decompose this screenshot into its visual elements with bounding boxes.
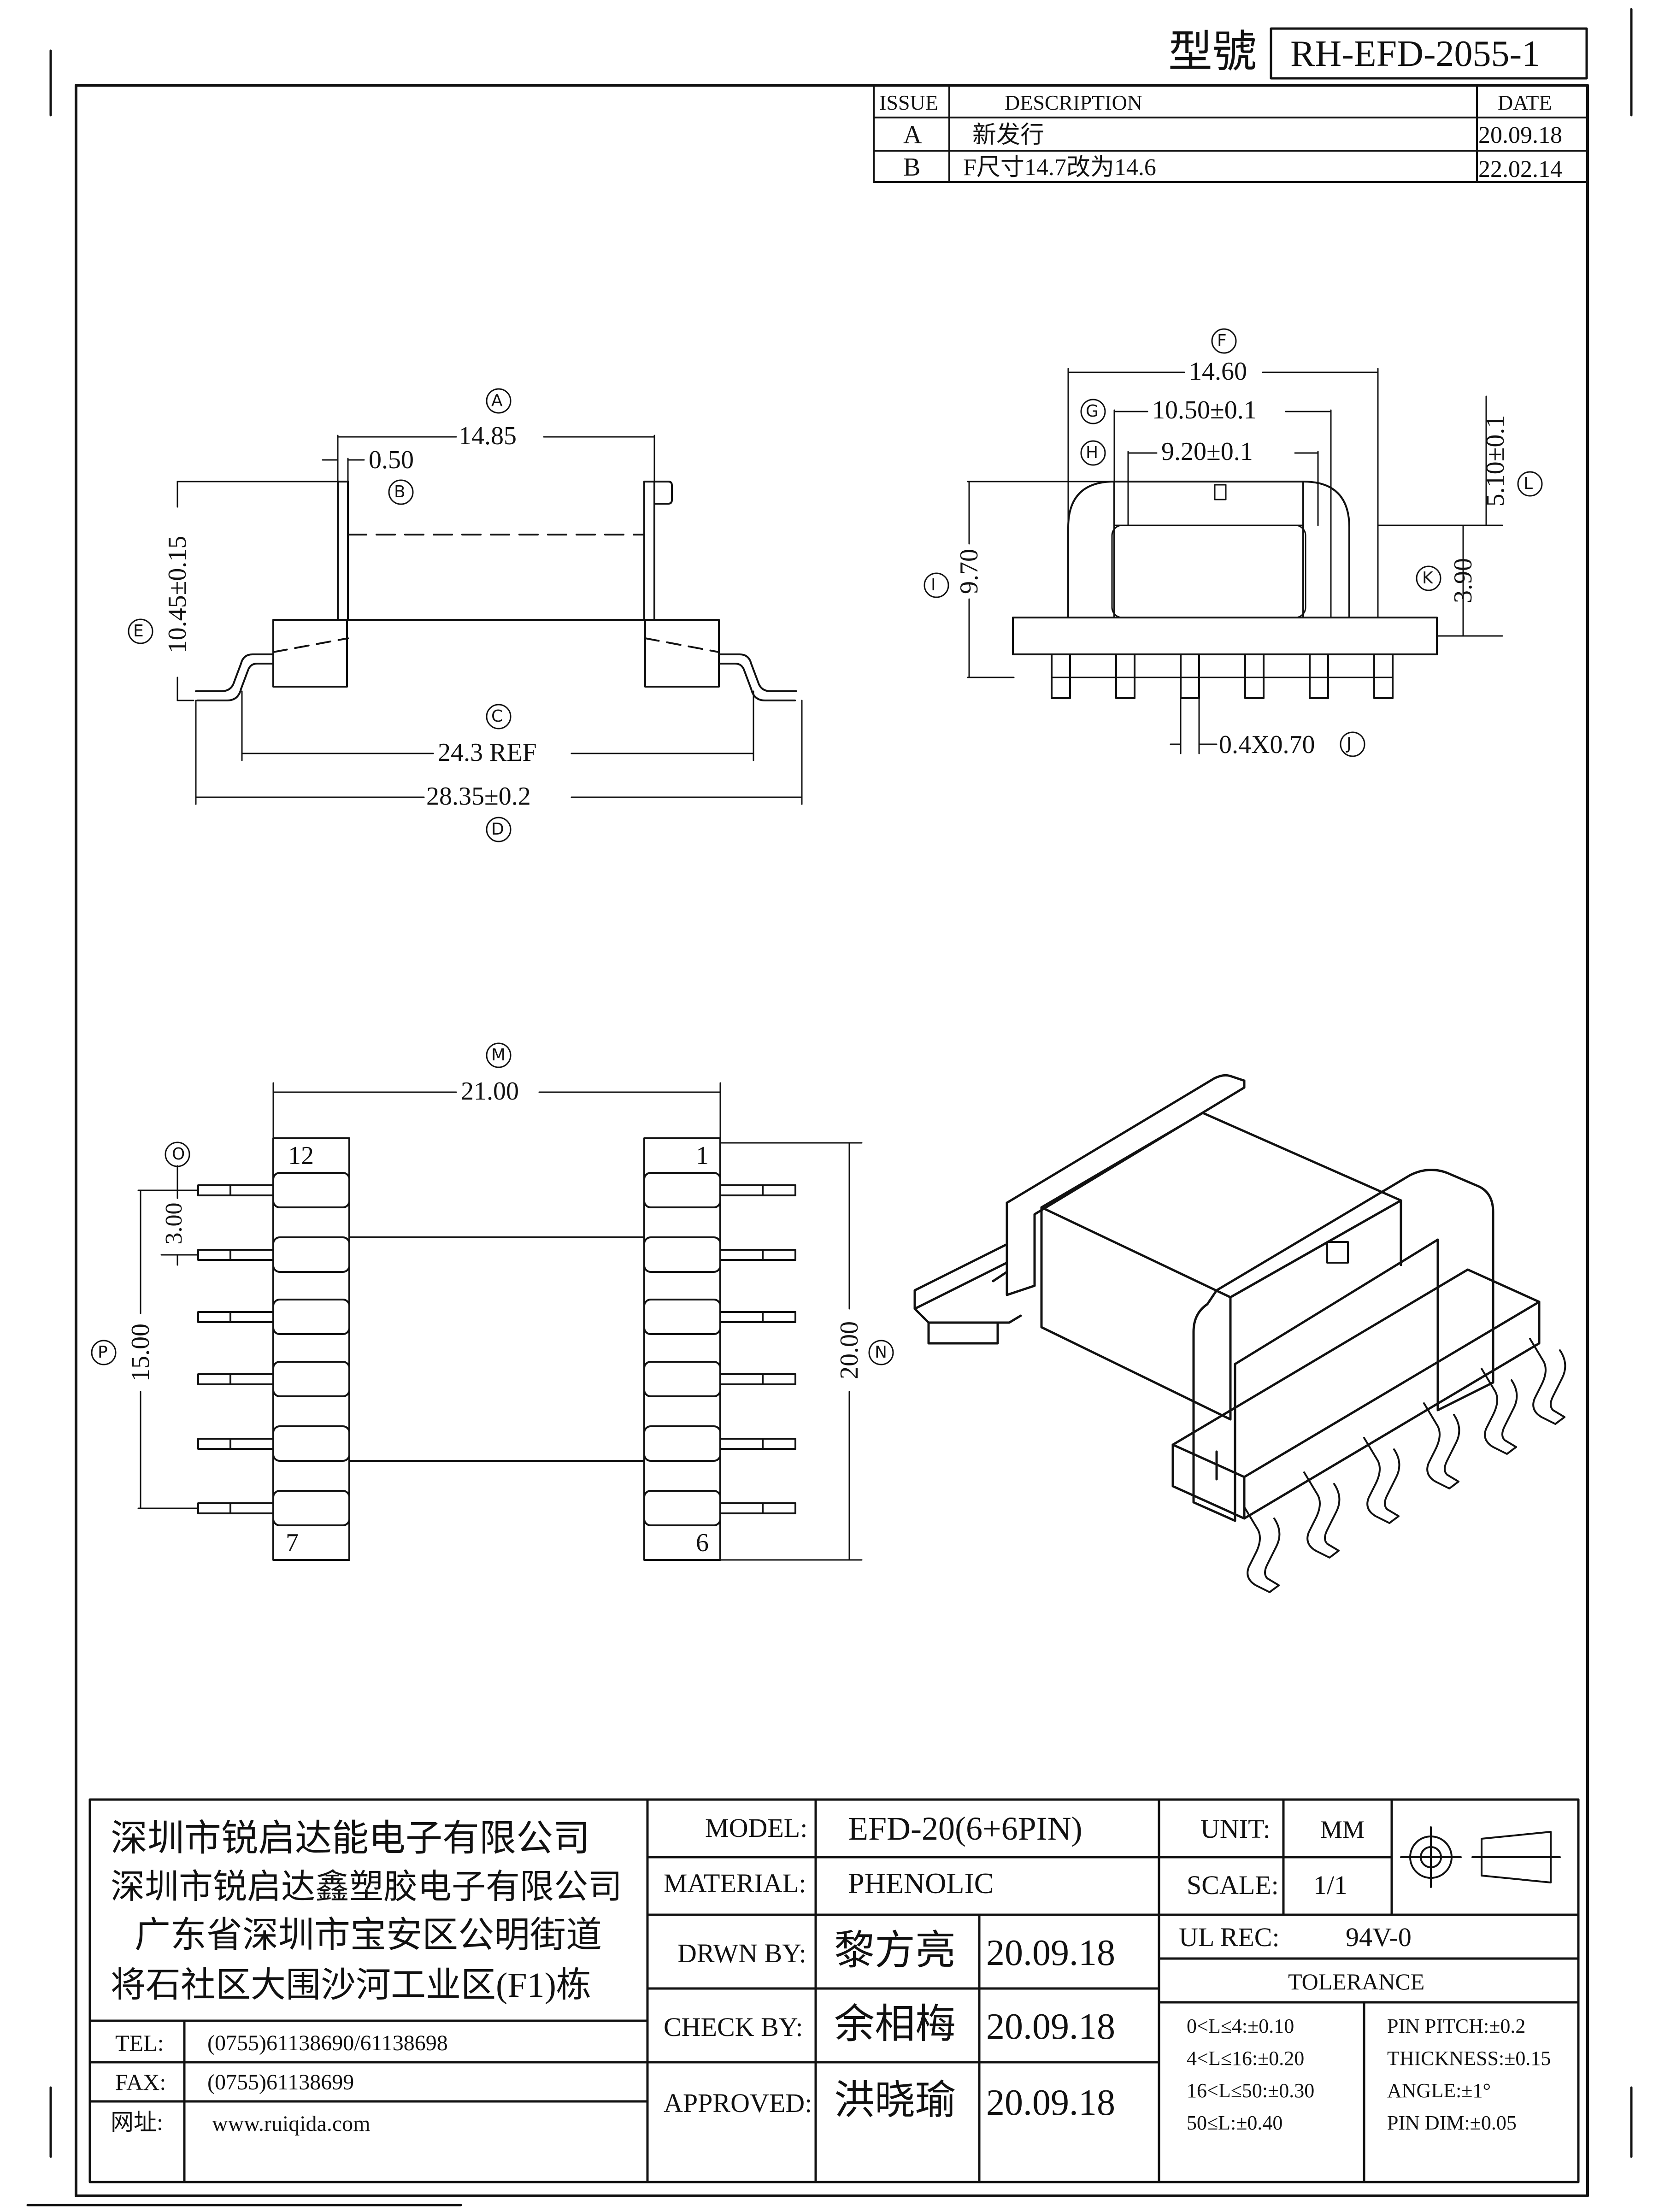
dim-j: 0.4X0.70 — [1219, 730, 1315, 759]
pin-number-1: 1 — [696, 1141, 709, 1170]
scale-label: SCALE: — [1187, 1870, 1279, 1900]
rev-a-description: 新发行 — [972, 122, 1045, 148]
dim-label-b: B — [394, 482, 406, 501]
company-line-2: 深圳市锐启达鑫塑胶电子有限公司 — [111, 1868, 622, 1906]
fax-label: FAX: — [115, 2069, 166, 2095]
dim-label-p: P — [98, 1343, 108, 1362]
tolerance-6: THICKNESS:±0.15 — [1387, 2047, 1551, 2070]
material-label: MATERIAL: — [664, 1868, 806, 1898]
tolerance-2: 4<L≤16:±0.20 — [1187, 2047, 1305, 2070]
model-box — [1270, 27, 1588, 80]
tolerance-5: PIN PITCH:±0.2 — [1387, 2015, 1526, 2037]
dim-m: 21.00 — [461, 1077, 519, 1106]
company-line-1: 深圳市锐启达能电子有限公司 — [111, 1818, 590, 1859]
rev-a-issue: A — [903, 121, 922, 149]
website-label: 网址: — [111, 2109, 163, 2135]
dim-label-o: O — [172, 1145, 185, 1164]
dim-label-d: D — [491, 820, 504, 839]
dim-c: 24.3 REF — [438, 738, 537, 767]
corner-marks — [26, 8, 1633, 2206]
sheet-border — [75, 84, 1589, 2197]
model-number: RH-EFD-2055-1 — [1290, 34, 1541, 74]
dim-label-f: F — [1217, 331, 1227, 350]
dim-label-i: I — [931, 576, 936, 594]
approved-label: APPROVED: — [664, 2088, 812, 2118]
tolerance-7: ANGLE:±1° — [1387, 2079, 1491, 2102]
tel-value: (0755)61138690/61138698 — [207, 2031, 448, 2055]
tolerance-heading: TOLERANCE — [1288, 1969, 1425, 1994]
dim-label-g: G — [1086, 402, 1099, 421]
projection-symbol-icon — [1400, 1826, 1561, 1888]
dim-p: 15.00 — [126, 1324, 155, 1382]
dim-label-a: A — [491, 391, 503, 410]
side-view — [128, 388, 803, 842]
dim-a: 14.85 — [459, 422, 517, 450]
dim-label-h: H — [1086, 443, 1099, 462]
dim-g: 10.50±0.1 — [1152, 396, 1257, 424]
tolerance-8: PIN DIM:±0.05 — [1387, 2112, 1517, 2134]
rev-header-date: DATE — [1498, 91, 1552, 114]
model-field-label: MODEL: — [705, 1813, 808, 1843]
fax-value: (0755)61138699 — [207, 2070, 354, 2094]
pin-number-12: 12 — [288, 1141, 314, 1170]
dim-b: 0.50 — [369, 446, 414, 474]
isometric-view — [913, 1074, 1566, 1593]
bottom-view — [91, 1042, 894, 1561]
tolerance-1: 0<L≤4:±0.10 — [1187, 2015, 1294, 2037]
dim-h: 9.20±0.1 — [1161, 437, 1253, 466]
check-by-date: 20.09.18 — [986, 2006, 1115, 2047]
dim-label-c: C — [491, 707, 503, 726]
unit-value: MM — [1320, 1816, 1365, 1843]
dim-label-k: K — [1422, 569, 1433, 588]
tolerance-3: 16<L≤50:±0.30 — [1187, 2079, 1315, 2102]
drawn-by-name: 黎方亮 — [834, 1929, 956, 1973]
drawn-by-label: DRWN BY: — [677, 1938, 806, 1968]
rev-header-issue: ISSUE — [879, 91, 938, 114]
dim-i: 9.70 — [955, 549, 983, 594]
rev-a-date: 20.09.18 — [1478, 122, 1562, 148]
check-by-label: CHECK BY: — [664, 2012, 803, 2042]
revision-table — [873, 84, 1588, 183]
dim-k: 3.90 — [1449, 558, 1477, 603]
drawn-by-date: 20.09.18 — [986, 1933, 1115, 1973]
dim-l: 5.10±0.1 — [1481, 415, 1510, 507]
rev-b-date: 22.02.14 — [1478, 156, 1562, 182]
approved-name: 洪晓瑜 — [834, 2078, 956, 2123]
tolerance-4: 50≤L:±0.40 — [1187, 2112, 1283, 2134]
model-label: 型號 — [1168, 27, 1257, 76]
dim-label-e: E — [133, 622, 144, 641]
title-block-grid — [88, 1798, 1580, 2183]
approved-date: 20.09.18 — [986, 2083, 1115, 2123]
company-line-4: 将石社区大围沙河工业区(F1)栋 — [111, 1966, 591, 2005]
dim-label-m: M — [491, 1046, 506, 1065]
dim-label-n: N — [875, 1343, 887, 1362]
rev-header-description: DESCRIPTION — [1005, 91, 1143, 114]
dim-label-l: L — [1524, 474, 1533, 493]
check-by-name: 余相梅 — [834, 2002, 956, 2047]
dim-f: 14.60 — [1189, 357, 1247, 386]
scale-value: 1/1 — [1313, 1870, 1348, 1900]
ul-rec-value: 94V-0 — [1346, 1922, 1412, 1952]
unit-label: UNIT: — [1200, 1814, 1271, 1844]
dim-n: 20.00 — [835, 1321, 864, 1379]
pin-number-7: 7 — [286, 1529, 299, 1557]
dim-d: 28.35±0.2 — [426, 782, 531, 811]
company-line-3: 广东省深圳市宝安区公明街道 — [135, 1915, 602, 1955]
rev-b-description: F尺寸14.7改为14.6 — [963, 154, 1156, 181]
website-value: www.ruiqida.com — [212, 2112, 371, 2136]
tel-label: TEL: — [115, 2030, 164, 2056]
dim-label-j: J — [1347, 735, 1352, 753]
ul-rec-label: UL REC: — [1179, 1922, 1280, 1952]
front-view — [924, 328, 1543, 757]
dim-e: 10.45±0.15 — [163, 535, 192, 653]
pin-number-6: 6 — [696, 1529, 709, 1557]
model-field-value: EFD-20(6+6PIN) — [848, 1810, 1082, 1847]
rev-b-issue: B — [903, 153, 921, 182]
dim-o: 3.00 — [161, 1202, 187, 1245]
material-value: PHENOLIC — [848, 1867, 994, 1900]
